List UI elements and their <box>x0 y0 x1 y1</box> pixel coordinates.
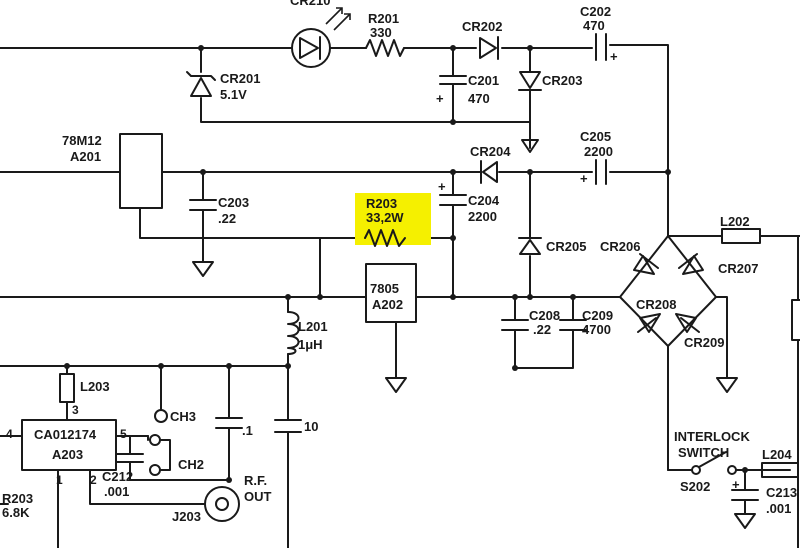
cr210-led <box>291 7 351 68</box>
cr206-diode <box>633 253 659 275</box>
cr204-diode <box>480 160 498 184</box>
ground-c213 <box>734 513 756 529</box>
junction-dots <box>64 45 748 483</box>
c-point1-capacitor <box>215 417 243 429</box>
cr201-zener <box>186 71 216 97</box>
ground-c203 <box>192 261 214 277</box>
l203-inductor <box>59 373 75 403</box>
c203-capacitor <box>189 199 217 211</box>
r203-highlight <box>355 193 431 245</box>
c201-capacitor <box>439 75 467 85</box>
j203-rf-connector <box>204 486 240 522</box>
ground-a202 <box>385 377 407 393</box>
a201-regulator <box>119 133 163 209</box>
ch2-point-bottom <box>149 464 161 476</box>
cr203-diode <box>518 71 542 91</box>
c213-capacitor <box>731 489 759 501</box>
c204-capacitor <box>439 194 467 206</box>
cr202-diode <box>479 36 499 60</box>
c208-capacitor <box>501 319 529 331</box>
a202-regulator <box>365 263 417 323</box>
cr207-diode <box>678 253 704 275</box>
l201-inductor <box>287 311 300 355</box>
c205-capacitor <box>595 159 607 185</box>
r203-resistor <box>364 229 406 247</box>
interlock-switch <box>691 451 737 475</box>
c212-capacitor <box>116 453 144 463</box>
c202-capacitor <box>595 33 607 61</box>
c-ten-capacitor <box>274 419 302 433</box>
l202-inductor <box>721 228 761 244</box>
a203-ic <box>21 419 117 471</box>
cr205-diode <box>518 237 542 255</box>
cr203-arrow <box>521 139 539 153</box>
ch3-testpoint <box>154 409 168 423</box>
cr209-diode <box>675 313 700 333</box>
c209-capacitor <box>559 319 587 331</box>
l204-inductor <box>761 462 799 478</box>
wires <box>0 44 800 548</box>
r201-resistor <box>365 39 405 57</box>
cr208-diode <box>637 313 661 333</box>
right-edge-component <box>791 299 800 341</box>
ch2-point-top <box>149 434 161 446</box>
ground-bridge <box>716 377 738 393</box>
